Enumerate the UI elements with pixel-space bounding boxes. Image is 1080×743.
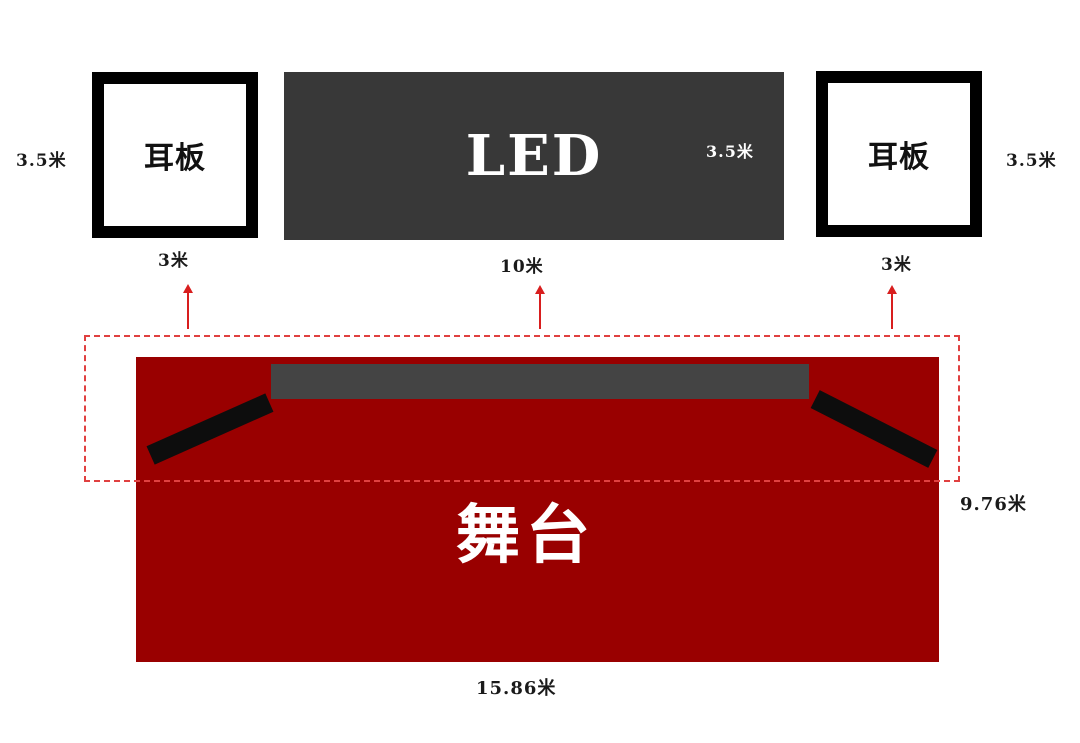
left-ear-panel: 耳板 xyxy=(92,72,258,238)
right-ear-panel-label: 耳板 xyxy=(868,140,930,175)
led-screen: LED 3.5米 xyxy=(284,72,784,240)
stage-depth-label: 9.76米 xyxy=(960,494,1027,515)
left-arrow-head xyxy=(183,284,193,293)
right-ear-height-label: 3.5米 xyxy=(1006,151,1057,171)
right-ear-panel: 耳板 xyxy=(816,71,982,237)
right-arrow-head xyxy=(887,285,897,294)
screen-zone-dashed-outline xyxy=(84,335,960,482)
left-ear-panel-label: 耳板 xyxy=(144,141,206,176)
center-arrow-head xyxy=(535,285,545,294)
led-screen-label: LED xyxy=(465,123,603,189)
led-height-label: 3.5米 xyxy=(706,142,754,161)
stage-back-screen xyxy=(271,364,809,399)
stage-label: 舞台 xyxy=(456,498,596,573)
left-ear-width-label: 3米 xyxy=(158,251,189,271)
left-ear-height-label: 3.5米 xyxy=(16,151,67,171)
left-arrow-line xyxy=(187,292,189,329)
stage-width-label: 15.86米 xyxy=(476,678,557,699)
right-ear-width-label: 3米 xyxy=(881,255,912,275)
led-width-label: 10米 xyxy=(500,257,544,277)
right-arrow-line xyxy=(891,293,893,329)
center-arrow-line xyxy=(539,293,541,329)
